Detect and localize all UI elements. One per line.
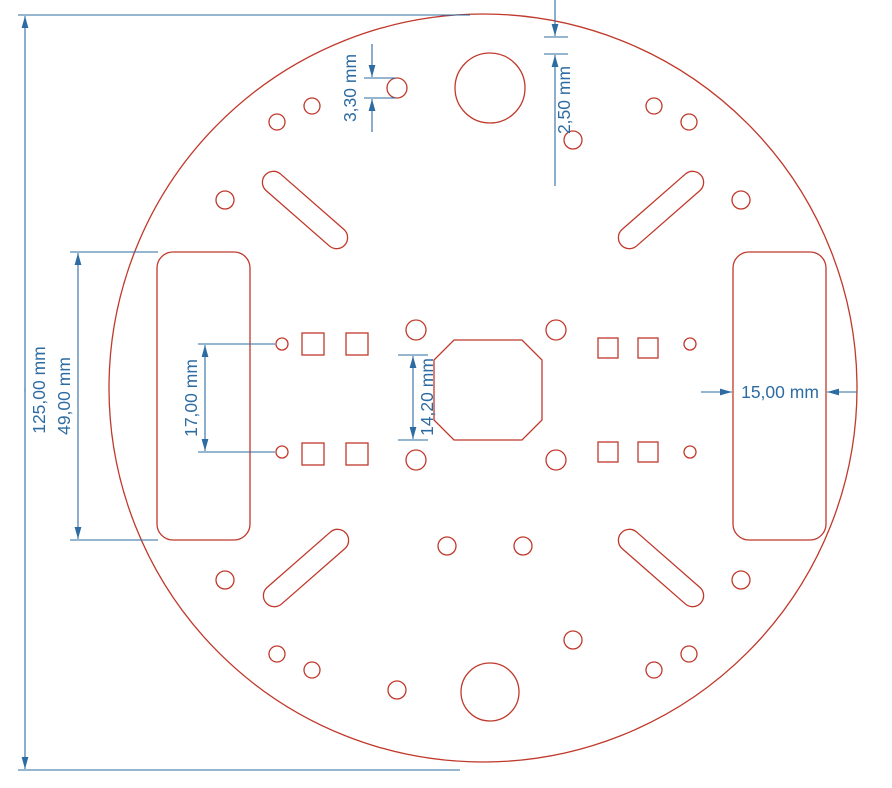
mounting-hole xyxy=(731,190,751,210)
mounting-hole xyxy=(563,130,583,150)
diagonal-slot xyxy=(262,528,350,608)
mounting-hole xyxy=(645,661,663,679)
mounting-hole xyxy=(303,97,321,115)
pad xyxy=(637,337,659,359)
diagonal-slot xyxy=(261,170,349,250)
dimension-label: 49,00 mm xyxy=(54,357,74,435)
mounting-hole xyxy=(405,319,427,341)
dimension-label: 15,00 mm xyxy=(741,382,819,402)
pad xyxy=(597,337,619,359)
mounting-hole xyxy=(645,97,663,115)
dimension-side-hole-spacing: 17,00 mm xyxy=(181,343,275,453)
dimension-label: 14,20 mm xyxy=(417,358,437,436)
mounting-hole xyxy=(437,536,457,556)
bottom-caster-hole xyxy=(460,662,520,722)
dimension-label: 17,00 mm xyxy=(181,359,201,437)
plate-geometry xyxy=(108,13,858,763)
mounting-hole xyxy=(215,570,235,590)
mounting-hole xyxy=(545,319,567,341)
mounting-hole xyxy=(545,449,567,471)
sensor-hole xyxy=(275,337,289,351)
mounting-holes xyxy=(215,77,751,700)
wheel-cutouts xyxy=(156,251,827,541)
mounting-hole xyxy=(387,680,407,700)
motor-slots xyxy=(261,170,705,608)
dimension-label: 125,00 mm xyxy=(29,346,49,434)
mounting-hole xyxy=(563,630,583,650)
dimension-overall-diameter: 125,00 mm xyxy=(18,14,470,771)
diagonal-slot xyxy=(617,170,705,250)
pad xyxy=(637,441,659,463)
mounting-hole xyxy=(680,645,698,663)
mounting-hole xyxy=(731,570,751,590)
dimension-label: 3,30 mm xyxy=(340,54,360,122)
mounting-hole xyxy=(303,661,321,679)
pad xyxy=(345,442,369,466)
mounting-hole xyxy=(405,449,427,471)
dimension-label: 2,50 mm xyxy=(554,66,574,134)
mounting-hole xyxy=(386,77,408,99)
top-caster-hole xyxy=(454,52,526,124)
sensor-hole xyxy=(683,337,697,351)
pad xyxy=(301,332,325,356)
mounting-hole xyxy=(268,113,286,131)
diagonal-slot xyxy=(617,528,705,608)
center-octagon-cutout xyxy=(433,339,543,441)
dimension-pad-gap: 14,20 mm xyxy=(398,354,437,441)
dimension-cutout-height: 49,00 mm xyxy=(54,251,158,541)
dimension-small-hole-diameter: 3,30 mm xyxy=(340,44,396,132)
mounting-hole xyxy=(268,645,286,663)
plate-outline xyxy=(108,13,858,763)
pad xyxy=(345,332,369,356)
mounting-hole xyxy=(680,113,698,131)
pad xyxy=(301,442,325,466)
pad xyxy=(597,441,619,463)
mounting-hole xyxy=(513,536,533,556)
solder-pads xyxy=(301,332,659,466)
left-wheel-cutout xyxy=(156,251,251,541)
dimension-edge-offset: 2,50 mm xyxy=(544,0,574,186)
sensor-hole xyxy=(683,445,697,459)
dimension-cutout-width: 15,00 mm xyxy=(701,382,857,402)
sensor-hole xyxy=(275,445,289,459)
mounting-hole xyxy=(215,190,235,210)
right-wheel-cutout xyxy=(732,251,827,541)
